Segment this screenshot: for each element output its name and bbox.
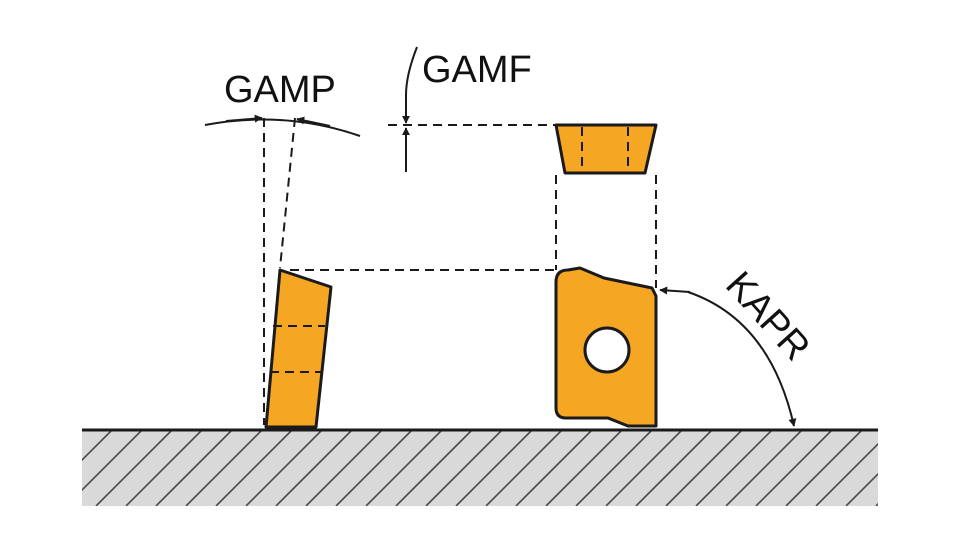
hatch-line xyxy=(695,430,773,506)
hatch-line xyxy=(365,430,443,506)
hatch-line xyxy=(185,430,263,506)
hatch-line xyxy=(245,430,323,506)
kapr-dimension: KAPR xyxy=(659,264,818,427)
ground-fill xyxy=(82,430,878,506)
hatch-line xyxy=(82,430,83,432)
kapr-dimension-arc xyxy=(687,291,797,427)
hatch-line xyxy=(425,430,503,506)
hatch-line xyxy=(82,430,113,462)
hatch-line xyxy=(515,430,593,506)
hatch-line xyxy=(395,430,473,506)
gamp-arrow-left xyxy=(225,114,263,123)
hatch-line xyxy=(605,430,683,506)
left-insert-body xyxy=(264,268,333,429)
workpiece-ground xyxy=(82,428,960,506)
hatch-line xyxy=(215,430,293,506)
right-insert-hole xyxy=(583,326,631,374)
gamp-arrow-right xyxy=(296,116,331,127)
hatch-line xyxy=(785,430,863,506)
gamp-label: GAMP xyxy=(224,69,336,111)
hatch-line xyxy=(906,430,960,506)
hatch-line xyxy=(335,430,413,506)
hatch-line xyxy=(575,430,653,506)
right-insert xyxy=(554,266,658,428)
ground-hatching xyxy=(82,430,960,506)
hatch-line xyxy=(545,430,623,506)
gamp-dimension-arc xyxy=(204,118,361,137)
hatch-line xyxy=(725,430,803,506)
kapr-arrow-insert xyxy=(659,286,691,295)
gamp-dimension: GAMP xyxy=(204,69,361,137)
hatch-line xyxy=(635,430,713,506)
top-insert xyxy=(554,123,658,175)
hatch-line xyxy=(665,430,743,506)
hatch-line xyxy=(305,430,383,506)
hatch-line xyxy=(275,430,353,506)
hatch-line xyxy=(82,430,143,492)
hatch-line xyxy=(755,430,833,506)
hatch-line xyxy=(936,430,960,506)
hatch-line xyxy=(845,472,878,506)
hatch-line xyxy=(875,502,878,506)
hatch-line xyxy=(95,430,173,506)
hatch-line xyxy=(155,430,233,506)
hatch-line xyxy=(125,430,203,506)
top-insert-body xyxy=(554,123,658,175)
hatch-line xyxy=(455,430,533,506)
hatch-line xyxy=(485,430,563,506)
gamf-leader-curve xyxy=(405,46,418,96)
left-insert xyxy=(264,268,333,429)
projection-lines xyxy=(263,117,657,425)
hatch-line xyxy=(815,442,878,506)
gamf-dimension: GAMF xyxy=(402,46,532,172)
gamf-label: GAMF xyxy=(422,49,532,91)
gamp-reference-tilted xyxy=(279,117,296,269)
